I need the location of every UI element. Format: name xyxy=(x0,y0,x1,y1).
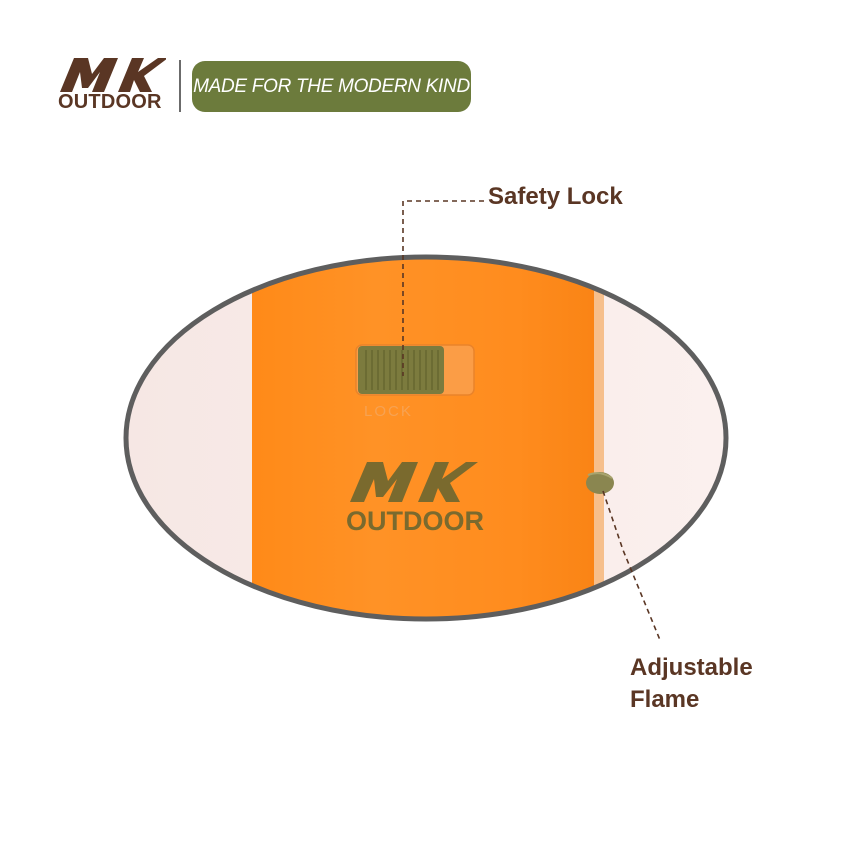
brand-tagline: MADE FOR THE MODERN KIND xyxy=(192,61,471,112)
lighter-body xyxy=(252,257,604,619)
flame-leader xyxy=(602,490,661,641)
safety-lock-switch xyxy=(358,346,444,394)
body-edge-highlight xyxy=(594,257,604,619)
adjustable-flame-label: Adjustable Flame xyxy=(630,652,790,716)
body-mk-logo-icon xyxy=(350,462,478,502)
safety-lock-label: Safety Lock xyxy=(488,183,623,210)
brand-logo: OUTDOOR xyxy=(58,58,170,114)
mk-logo-icon xyxy=(60,58,166,92)
brand-header: OUTDOOR MADE FOR THE MODERN KIND xyxy=(58,58,478,118)
flame-adjust-wheel xyxy=(586,472,614,494)
adjustable-flame-line1: Adjustable xyxy=(630,654,753,681)
safety-lock-leader xyxy=(402,200,484,376)
lock-marking: LOCK xyxy=(364,403,413,420)
switch-grip-ridges xyxy=(365,350,439,390)
adjustable-flame-line2: Flame xyxy=(630,686,700,713)
body-outdoor-text: OUTDOOR xyxy=(346,506,484,536)
lens-rim xyxy=(123,254,729,622)
brand-outdoor-text: OUTDOOR xyxy=(58,91,162,113)
brand-divider xyxy=(179,60,181,112)
